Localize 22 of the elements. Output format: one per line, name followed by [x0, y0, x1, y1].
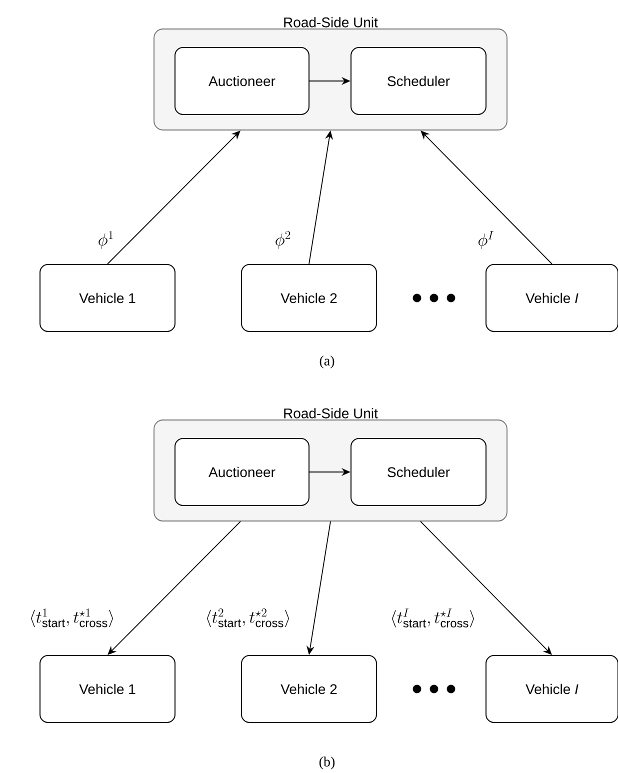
- process-box: Scheduler: [350, 438, 486, 506]
- process-box: Vehicle I: [486, 264, 618, 332]
- process-box: Auctioneer: [174, 438, 310, 506]
- edge-label: $\phi^{1}$: [98, 231, 113, 249]
- process-box: Vehicle 1: [40, 264, 176, 332]
- group-title: Road-Side Unit: [284, 408, 378, 418]
- process-box: Vehicle 1: [40, 655, 176, 723]
- group-title: Road-Side Unit: [284, 17, 378, 28]
- caption: (b): [319, 756, 335, 770]
- arrow: [420, 521, 552, 655]
- process-box: Vehicle I: [486, 655, 618, 723]
- caption: (a): [320, 356, 334, 368]
- edge-label: $\langle t^{I}_{\mathrm{start}}, t^{\star I}_{\mathrm{cross}}\rangle$: [392, 608, 474, 628]
- process-box: Auctioneer: [174, 47, 310, 115]
- edge-label: $\langle t^{2}_{\mathrm{start}}, t^{\star 2}_{\mathrm{cross}}\rangle$: [207, 608, 289, 628]
- process-box: Vehicle 2: [241, 655, 377, 723]
- process-box: Vehicle 2: [241, 264, 377, 332]
- edge-label: $\langle t^{1}_{\mathrm{start}}, t^{\star 1}_{\mathrm{cross}}\rangle$: [31, 608, 113, 628]
- edge-label: $\phi^{I}$: [478, 231, 494, 250]
- edge-label: $\phi^{2}$: [276, 231, 290, 249]
- arrow: [108, 521, 241, 655]
- process-box: Scheduler: [350, 47, 486, 115]
